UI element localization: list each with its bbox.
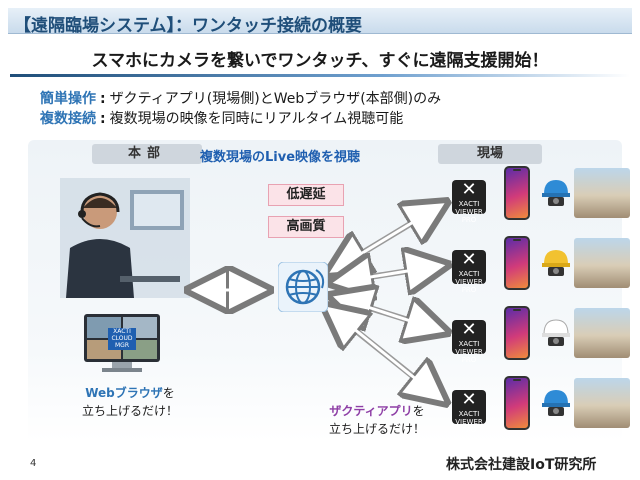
helmet-camera-icon bbox=[542, 180, 570, 206]
site-caption-rest: を bbox=[412, 404, 425, 418]
slide-title: 【遠隔臨場システム】：ワンタッチ接続の概要 bbox=[14, 16, 362, 36]
operator-illustration bbox=[60, 178, 190, 298]
feature-text: ザクティアプリ(現場側)とWebブラウザ(本部側)のみ bbox=[109, 91, 442, 107]
hq-caption-rest: を bbox=[162, 386, 175, 400]
company-name: 株式会社建設IoT研究所 bbox=[446, 457, 597, 473]
helmet-camera-icon bbox=[542, 319, 570, 346]
cloud-site3-arrow-fill bbox=[339, 296, 439, 332]
hq-caption-line2: 立ち上げるだけ！ bbox=[81, 404, 178, 418]
viewer-logo: XACTI bbox=[458, 270, 480, 278]
site-caption: ザクティアプリを 立ち上げるだけ！ bbox=[312, 402, 442, 438]
helmet-camera-icon bbox=[542, 250, 570, 276]
feature-separator: : bbox=[100, 111, 106, 127]
viewer-sub: VIEWER PRO bbox=[455, 278, 483, 294]
site-label: 現場 bbox=[438, 144, 542, 164]
title-bar: 【遠隔臨場システム】：ワンタッチ接続の概要 bbox=[8, 8, 632, 36]
low-latency-badge: 低遅延 bbox=[268, 184, 344, 206]
viewer-sub: VIEWER PRO bbox=[455, 418, 483, 434]
monitor-sub: CLOUD MGR bbox=[111, 335, 133, 349]
smartphone-icon bbox=[504, 306, 530, 360]
feature-separator: : bbox=[100, 91, 106, 107]
live-label: 複数現場のLive映像を視聴 bbox=[200, 150, 361, 165]
monitor-icon bbox=[84, 314, 160, 372]
cloud-site4-arrow-fill bbox=[331, 309, 439, 399]
smartphone-icon bbox=[504, 376, 530, 430]
site-scene-image bbox=[574, 238, 630, 288]
viewer-sub: VIEWER PRO bbox=[455, 348, 483, 364]
site-caption-highlight: ザクティアプリ bbox=[329, 404, 413, 418]
smartphone-icon bbox=[504, 236, 530, 290]
slide-subtitle: スマホにカメラを繋いでワンタッチ、すぐに遠隔支援開始！ bbox=[91, 51, 549, 71]
helmet-camera-icon bbox=[542, 390, 570, 416]
feature-text: 複数現場の映像を同時にリアルタイム視聴可能 bbox=[109, 111, 404, 127]
site-scene-image bbox=[574, 168, 630, 218]
hq-caption-highlight: Webブラウザ bbox=[85, 386, 163, 400]
page-number: 4 bbox=[30, 458, 37, 469]
viewer-logo: XACTI bbox=[458, 410, 480, 418]
site-scene-image bbox=[574, 308, 630, 358]
cloud-monitor: XACTI CLOUD MGR bbox=[82, 312, 162, 374]
viewer-sub: VIEWER PRO bbox=[455, 208, 483, 224]
subtitle-rule bbox=[10, 74, 630, 77]
globe-icon bbox=[278, 262, 328, 312]
viewer-logo: XACTI bbox=[458, 200, 480, 208]
site-caption-line2: 立ち上げるだけ！ bbox=[328, 422, 425, 436]
feature-keyword: 簡単操作 bbox=[40, 91, 96, 107]
hq-label: 本部 bbox=[92, 144, 202, 164]
site-scene-image bbox=[574, 378, 630, 428]
feature-multi: 複数接続:複数現場の映像を同時にリアルタイム視聴可能 bbox=[40, 108, 403, 128]
cloud-site2-arrow-fill bbox=[339, 264, 439, 284]
feature-keyword: 複数接続 bbox=[40, 111, 96, 127]
high-quality-badge: 高画質 bbox=[268, 216, 344, 238]
cloud-site1-arrow-fill bbox=[335, 205, 439, 271]
hq-caption: Webブラウザを 立ち上げるだけ！ bbox=[70, 384, 190, 420]
feature-easy: 簡単操作:ザクティアプリ(現場側)とWebブラウザ(本部側)のみ bbox=[40, 88, 441, 108]
smartphone-icon bbox=[504, 166, 530, 220]
viewer-logo: XACTI bbox=[458, 340, 480, 348]
monitor-logo: XACTI bbox=[113, 328, 131, 335]
